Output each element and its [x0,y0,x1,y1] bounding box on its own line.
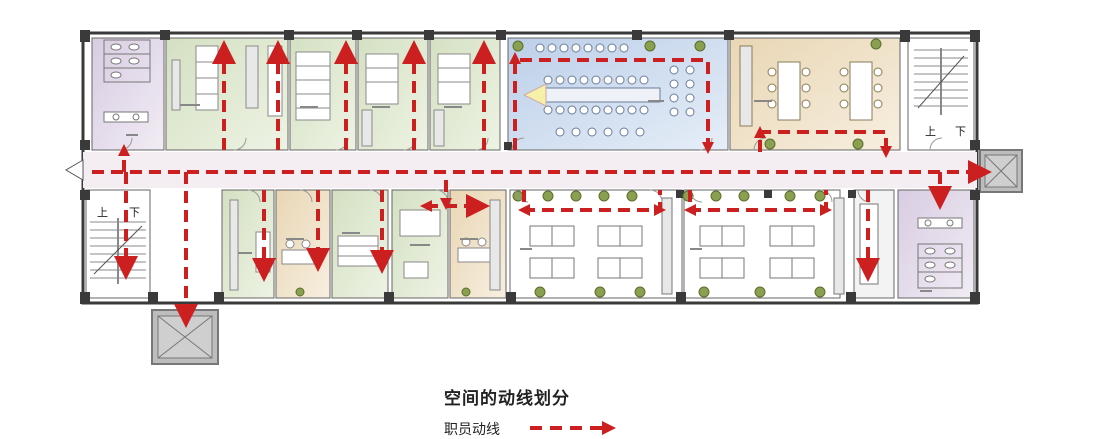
stair-down-label-left: 下 [129,206,140,219]
projector-beam [522,83,547,107]
legend-swatch-staff-route [530,421,616,435]
route-arrowheads [118,52,892,216]
office-furniture-top [171,45,471,147]
meeting-furniture [739,45,883,127]
legend-label-staff-route: 职员动线 [444,422,500,438]
conference-furniture [535,43,695,137]
room-tags [126,100,932,292]
staff-route [92,40,992,328]
stair-up-label-right: 上 [925,125,936,138]
plants [295,38,882,298]
diagram-title: 空间的动线划分 [444,389,570,409]
restroom-top-left [91,37,165,151]
stair-up-label-left: 上 [97,206,108,219]
restroom-fixtures-bottom [917,217,963,289]
west-exit [65,159,84,181]
structural-columns [80,30,980,304]
stair-down-label-right: 下 [955,125,966,138]
restroom-fixtures-top [103,39,151,123]
stair-treads-top [914,48,968,115]
